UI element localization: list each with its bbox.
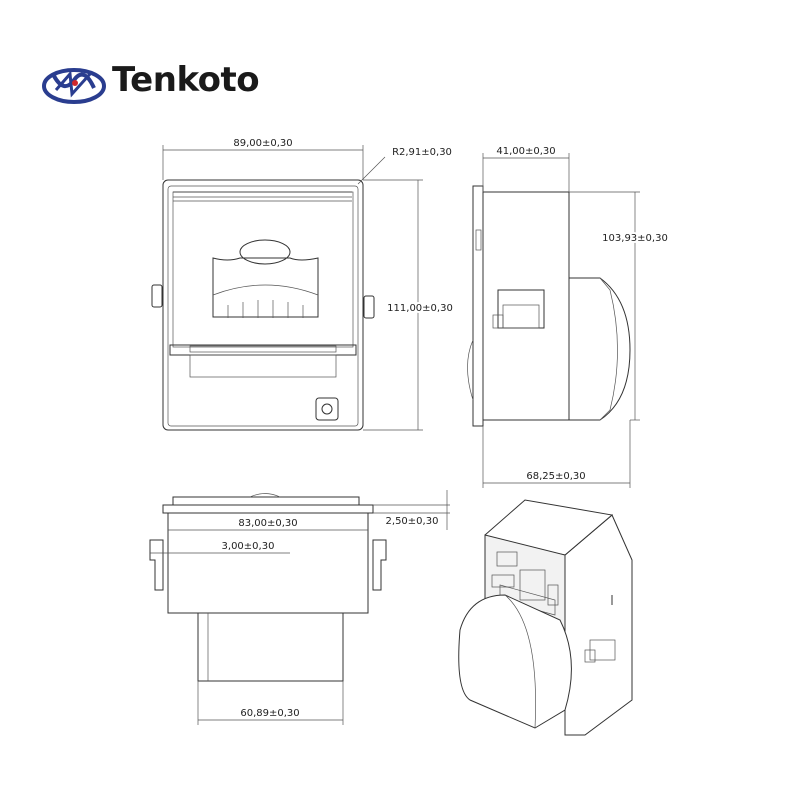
front-width-label: 89,00±0,30 [233, 138, 292, 149]
corner-radius-label: R2,91±0,30 [392, 147, 452, 158]
top-inner-width-label: 83,00±0,30 [238, 518, 297, 529]
bottom-width-label: 60,89±0,30 [240, 708, 299, 719]
isometric-view [458, 499, 633, 736]
side-depth-top-label: 41,00±0,30 [496, 146, 555, 157]
front-height-label: 111,00±0,30 [387, 303, 453, 314]
side-depth-bottom-label: 68,25±0,30 [526, 471, 585, 482]
top-clip-label: 3,00±0,30 [222, 541, 275, 552]
front-view [151, 145, 423, 431]
side-view [467, 153, 640, 488]
brand-name: Tenkoto [112, 60, 260, 100]
top-flange-label: 2,50±0,30 [386, 516, 439, 527]
tenkoto-logo-icon [40, 60, 110, 114]
top-view [149, 490, 450, 725]
side-height-label: 103,93±0,30 [602, 233, 668, 244]
